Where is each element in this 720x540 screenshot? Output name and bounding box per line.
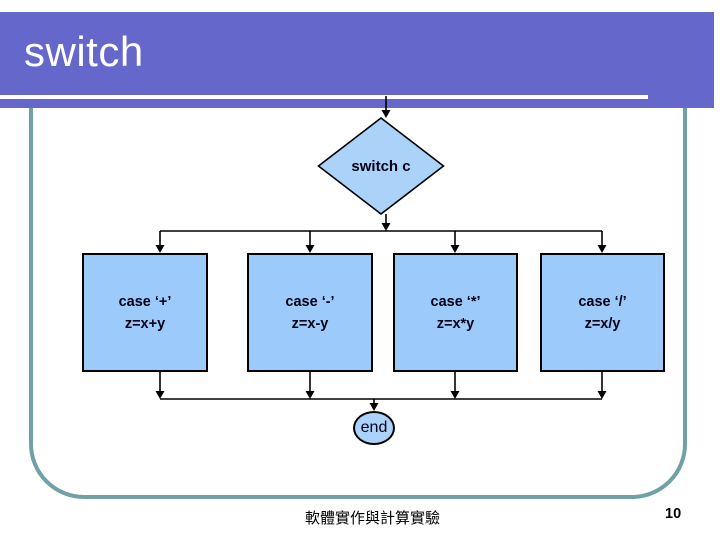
case-action: z=x-y [291,315,329,332]
footer-text: 軟體實作與計算實驗 [305,510,441,527]
case-action: z=x+y [124,315,166,332]
end-terminal: end [353,411,395,445]
decision-node-label: switch c [351,157,411,175]
connector-group [155,96,607,411]
title-underline [0,95,648,99]
slide-title: switch [24,28,144,75]
decision-diamond-shape [317,116,445,216]
case-label: case ‘-’ [285,293,335,310]
end-terminal-label: end [360,419,388,436]
title-bar: switch [0,12,714,108]
case-box-divide: case ‘/’ z=x/y [540,253,665,372]
case-label: case ‘/’ [578,293,627,310]
case-box-minus: case ‘-’ z=x-y [247,253,373,372]
case-action: z=x/y [584,315,621,332]
case-box-plus: case ‘+’ z=x+y [82,253,208,372]
case-label: case ‘+’ [118,293,172,310]
case-label: case ‘*’ [430,293,481,310]
case-action: z=x*y [436,315,475,332]
page-number: 10 [665,506,682,522]
case-box-multiply: case ‘*’ z=x*y [393,253,518,372]
